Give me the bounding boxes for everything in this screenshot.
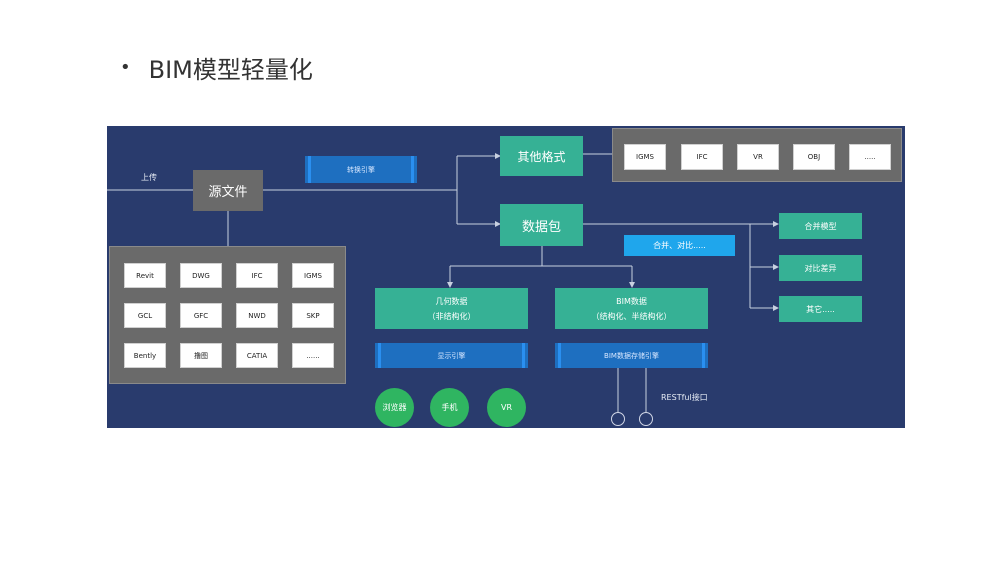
display-engine-bar: 显示引擎: [375, 343, 528, 368]
geometry-data-box: 几何数据 （非结构化）: [375, 288, 528, 329]
connector-lines: [107, 153, 779, 412]
data-package-box: 数据包: [500, 204, 583, 246]
other-formats-panel: IGMS IFC VR OBJ .....: [612, 128, 902, 182]
geometry-data-title: 几何数据: [435, 296, 468, 306]
merge-compare-bar: 合并、对比.....: [624, 235, 735, 256]
bullet-icon: •: [120, 57, 131, 78]
client-mobile: 手机: [430, 388, 469, 427]
format-card-more: .....: [849, 144, 891, 170]
upload-label: 上传: [141, 173, 157, 182]
other-formats-box: 其他格式: [500, 136, 583, 176]
slide-title-text: BIM模型轻量化: [148, 56, 313, 84]
restful-port-1: [611, 412, 625, 426]
format-card-obj: OBJ: [793, 144, 835, 170]
bim-storage-engine-bar: BIM数据存储引擎: [555, 343, 708, 368]
source-card-ifc: IFC: [236, 263, 278, 288]
source-card-gcl: GCL: [124, 303, 166, 328]
format-card-ifc: IFC: [681, 144, 723, 170]
source-card-dwg: DWG: [180, 263, 222, 288]
output-compare-diff: 对比差异: [779, 255, 862, 281]
convert-engine-bar: 转换引擎: [305, 156, 417, 183]
restful-label: RESTful接口: [661, 393, 708, 402]
bim-data-box: BIM数据 （结构化、半结构化）: [555, 288, 708, 329]
geometry-data-subtitle: （非结构化）: [427, 311, 476, 321]
architecture-diagram: 上传 源文件 转换引擎 其他格式 IGMS IFC VR OBJ ..... 数…: [107, 126, 905, 428]
restful-port-2: [639, 412, 653, 426]
format-card-vr: VR: [737, 144, 779, 170]
bim-data-title: BIM数据: [616, 296, 647, 306]
source-card-bently: Bently: [124, 343, 166, 368]
source-card-lutu: 撸图: [180, 343, 222, 368]
source-file-box: 源文件: [193, 170, 263, 211]
client-vr: VR: [487, 388, 526, 427]
source-card-nwd: NWD: [236, 303, 278, 328]
source-card-revit: Revit: [124, 263, 166, 288]
client-browser: 浏览器: [375, 388, 414, 427]
output-other: 其它.....: [779, 296, 862, 322]
source-card-catia: CATIA: [236, 343, 278, 368]
slide-title: • BIM模型轻量化: [120, 50, 313, 85]
format-card-igms: IGMS: [624, 144, 666, 170]
source-card-more: ......: [292, 343, 334, 368]
source-card-igms: IGMS: [292, 263, 334, 288]
source-card-gfc: GFC: [180, 303, 222, 328]
bim-data-subtitle: （结构化、半结构化）: [591, 311, 672, 321]
output-merge-model: 合并模型: [779, 213, 862, 239]
source-card-skp: SKP: [292, 303, 334, 328]
source-formats-panel: Revit DWG IFC IGMS GCL GFC NWD SKP Bentl…: [109, 246, 346, 384]
